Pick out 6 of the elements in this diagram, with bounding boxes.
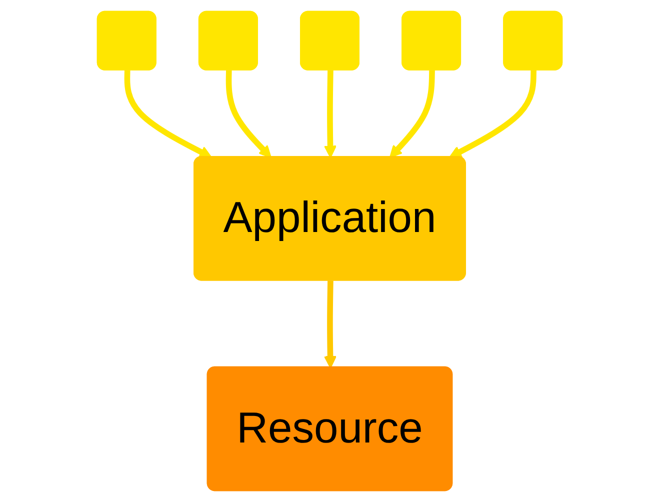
arrow [324, 280, 336, 368]
arrow [124, 70, 212, 158]
arrow [226, 70, 272, 158]
arrow [324, 70, 336, 158]
arrow [389, 70, 435, 158]
arrow [448, 70, 536, 158]
